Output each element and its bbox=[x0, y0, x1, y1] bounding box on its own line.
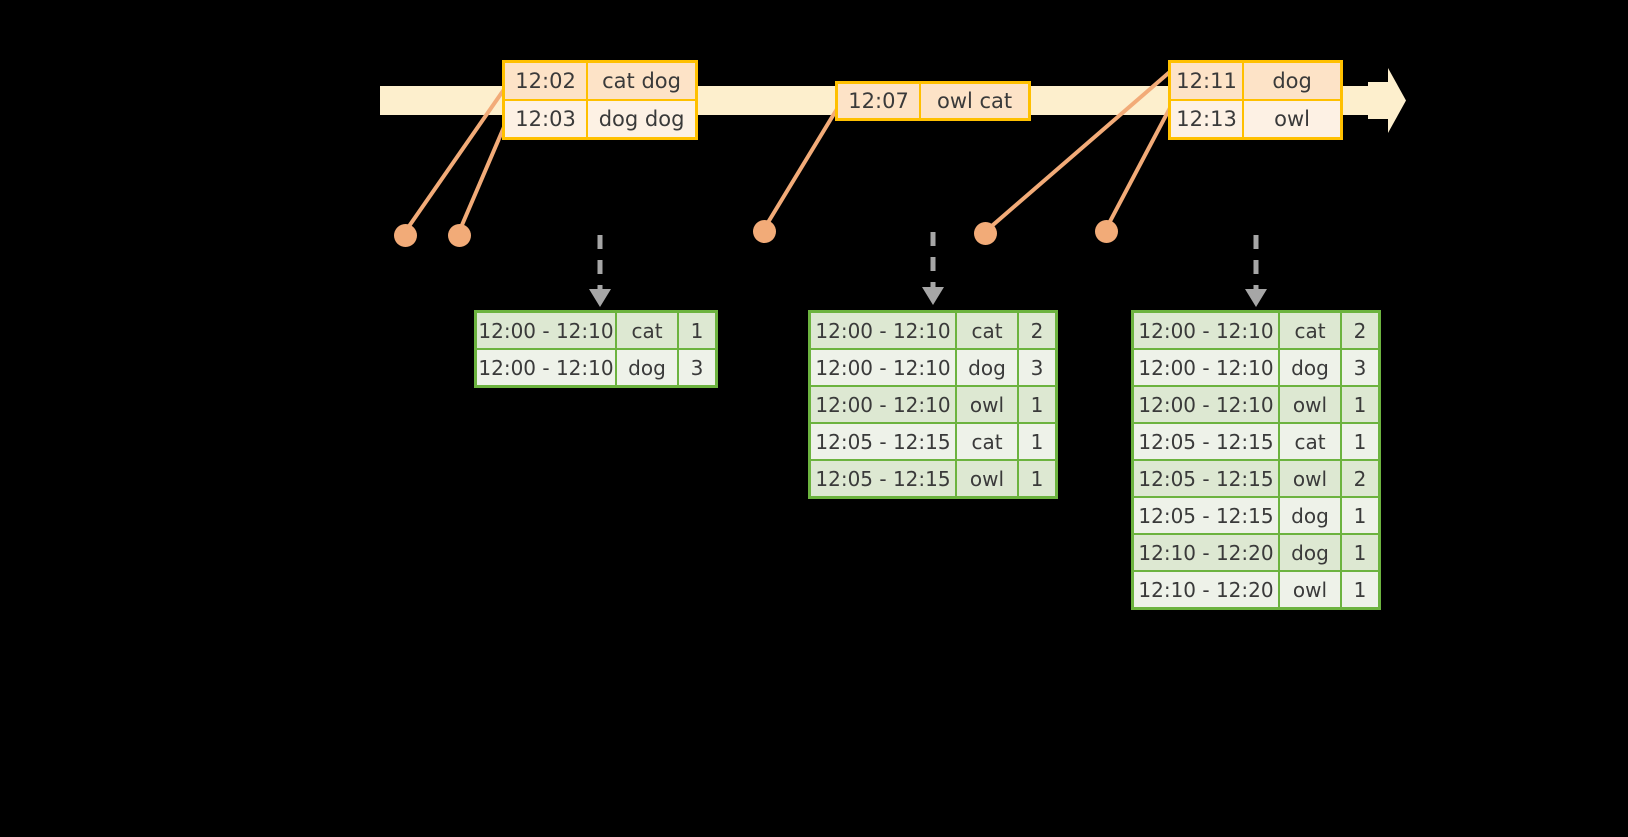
word-cell: dog bbox=[617, 350, 677, 385]
word-cell: dog bbox=[1280, 498, 1340, 533]
count-cell: 1 bbox=[1342, 387, 1378, 422]
timeline-event-row[interactable]: 12:02 cat dog bbox=[505, 63, 695, 99]
event-words: owl bbox=[1244, 101, 1340, 137]
window-cell: 12:00 - 12:10 bbox=[811, 387, 955, 422]
window-cell: 12:05 - 12:15 bbox=[811, 424, 955, 459]
window-cell: 12:00 - 12:10 bbox=[811, 350, 955, 385]
connector-dot-1 bbox=[394, 224, 417, 247]
event-words: dog dog bbox=[588, 101, 695, 137]
window-cell: 12:00 - 12:10 bbox=[1134, 350, 1278, 385]
timeline-event-row[interactable]: 12:13 owl bbox=[1171, 99, 1340, 137]
window-cell: 12:00 - 12:10 bbox=[811, 313, 955, 348]
event-time: 12:07 bbox=[838, 84, 922, 118]
window-cell: 12:00 - 12:10 bbox=[1134, 313, 1278, 348]
count-cell: 1 bbox=[679, 313, 715, 348]
word-cell: dog bbox=[1280, 350, 1340, 385]
connector-dot-2 bbox=[448, 224, 471, 247]
event-words: cat dog bbox=[588, 63, 695, 99]
event-words: owl cat bbox=[921, 84, 1028, 118]
word-cell: dog bbox=[957, 350, 1017, 385]
event-time: 12:11 bbox=[1171, 63, 1245, 99]
window-cell: 12:05 - 12:15 bbox=[1134, 498, 1278, 533]
timeline-event-row[interactable]: 12:11 dog bbox=[1171, 63, 1340, 99]
timeline-event-row[interactable]: 12:07 owl cat bbox=[838, 84, 1028, 118]
word-cell: owl bbox=[1280, 387, 1340, 422]
word-cell: cat bbox=[1280, 424, 1340, 459]
count-cell: 1 bbox=[1342, 424, 1378, 459]
connector-dot-5 bbox=[1095, 220, 1118, 243]
word-cell: cat bbox=[957, 424, 1017, 459]
word-cell: dog bbox=[1280, 535, 1340, 570]
window-cell: 12:10 - 12:20 bbox=[1134, 535, 1278, 570]
event-time: 12:03 bbox=[505, 101, 589, 137]
count-cell: 1 bbox=[1019, 461, 1055, 496]
count-cell: 3 bbox=[1019, 350, 1055, 385]
window-cell: 12:00 - 12:10 bbox=[1134, 387, 1278, 422]
count-cell: 1 bbox=[1019, 387, 1055, 422]
timeline-event-row[interactable]: 12:03 dog dog bbox=[505, 99, 695, 137]
event-words: dog bbox=[1244, 63, 1340, 99]
count-cell: 1 bbox=[1019, 424, 1055, 459]
timeline-event-group-3[interactable]: 12:11 dog 12:13 owl bbox=[1168, 60, 1343, 140]
count-cell: 1 bbox=[1342, 498, 1378, 533]
connector-dot-4 bbox=[974, 222, 997, 245]
word-cell: owl bbox=[1280, 572, 1340, 607]
count-cell: 2 bbox=[1342, 461, 1378, 496]
window-cell: 12:05 - 12:15 bbox=[1134, 461, 1278, 496]
word-cell: owl bbox=[957, 387, 1017, 422]
count-cell: 1 bbox=[1342, 535, 1378, 570]
window-cell: 12:05 - 12:15 bbox=[811, 461, 955, 496]
word-cell: owl bbox=[957, 461, 1017, 496]
timeline-event-group-1[interactable]: 12:02 cat dog 12:03 dog dog bbox=[502, 60, 698, 140]
timeline-event-group-2[interactable]: 12:07 owl cat bbox=[835, 81, 1031, 121]
right-arrow-icon bbox=[1368, 68, 1406, 133]
event-time: 12:13 bbox=[1171, 101, 1245, 137]
window-cell: 12:00 - 12:10 bbox=[477, 350, 615, 385]
count-cell: 2 bbox=[1019, 313, 1055, 348]
event-time: 12:02 bbox=[505, 63, 589, 99]
count-cell: 3 bbox=[679, 350, 715, 385]
count-cell: 3 bbox=[1342, 350, 1378, 385]
word-cell: owl bbox=[1280, 461, 1340, 496]
word-cell: cat bbox=[1280, 313, 1340, 348]
word-cell: cat bbox=[617, 313, 677, 348]
window-cell: 12:05 - 12:15 bbox=[1134, 424, 1278, 459]
window-cell: 12:00 - 12:10 bbox=[477, 313, 615, 348]
count-cell: 1 bbox=[1342, 572, 1378, 607]
connector-dot-3 bbox=[753, 220, 776, 243]
window-cell: 12:10 - 12:20 bbox=[1134, 572, 1278, 607]
word-cell: cat bbox=[957, 313, 1017, 348]
count-cell: 2 bbox=[1342, 313, 1378, 348]
